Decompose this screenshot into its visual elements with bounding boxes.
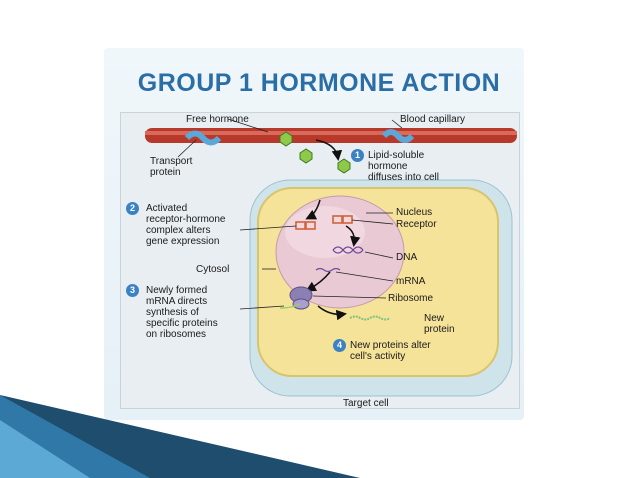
step-2-text: Activated receptor-hormone complex alter…: [146, 203, 226, 247]
blood-capillary-label: Blood capillary: [400, 114, 466, 125]
cytosol-label: Cytosol: [196, 264, 230, 275]
receptor-icon: [295, 215, 353, 230]
ribosome-icon: [279, 286, 313, 310]
step-1-badge: 1: [351, 149, 364, 162]
dna-icon: [332, 246, 364, 254]
step-4-text: New proteins alter cell's activity: [350, 340, 431, 362]
nucleus-label: Nucleus: [396, 207, 433, 218]
transport-protein-icon: [184, 129, 415, 146]
blood-capillary: [145, 128, 517, 143]
step-1-text: Lipid-soluble hormone diffuses into cell: [368, 150, 439, 183]
mrna-label: mRNA: [396, 276, 426, 287]
new-protein-label: New protein: [424, 313, 455, 335]
target-cell-label: Target cell: [343, 398, 389, 409]
step-3-badge: 3: [126, 284, 139, 297]
slide-title: GROUP 1 HORMONE ACTION: [137, 69, 501, 97]
transport-protein-label: Transport protein: [150, 156, 193, 178]
ribosome-label: Ribosome: [388, 293, 434, 304]
new-protein-icon: [349, 315, 391, 321]
step-4-badge: 4: [333, 339, 346, 352]
dna-label: DNA: [396, 252, 418, 263]
mrna-icon: [315, 267, 341, 273]
step-2-badge: 2: [126, 202, 139, 215]
step-3-text: Newly formed mRNA directs synthesis of s…: [146, 285, 218, 340]
receptor-label: Receptor: [396, 219, 437, 230]
free-hormone-label: Free hormone: [186, 114, 249, 125]
